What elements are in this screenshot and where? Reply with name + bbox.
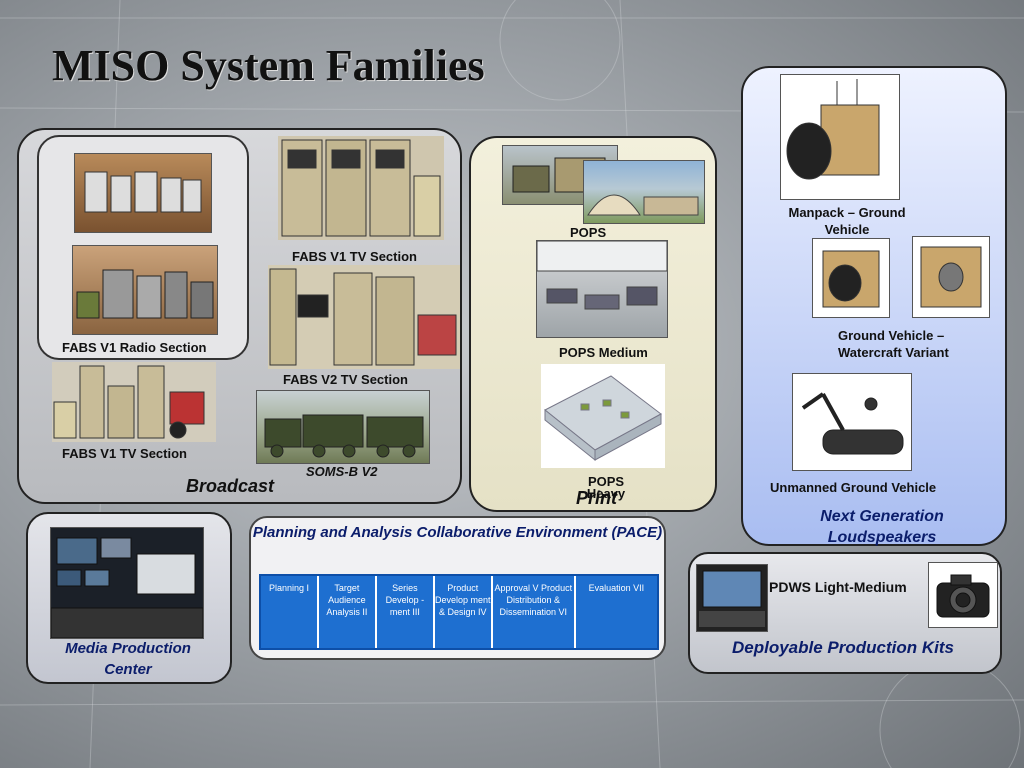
media-production-photo [50, 527, 204, 639]
fabs-radio-photo-2 [72, 245, 218, 335]
fabs-v1-tv-bottom-label: FABS V1 TV Section [62, 446, 187, 461]
camera-photo [928, 562, 998, 628]
pops-heavy-diagram [541, 364, 665, 468]
fabs-v1-radio-label: FABS V1 Radio Section [62, 340, 207, 355]
fabs-v2-tv-photo [268, 265, 460, 369]
pops-photo-2 [583, 160, 705, 224]
soms-b-label: SOMS-B V2 [306, 464, 378, 479]
pace-cell-planning: Planning I [261, 576, 319, 648]
ground-vehicle-photo-2 [912, 236, 990, 318]
pops-heavy-label: POPS Heavy [586, 474, 626, 501]
pdws-label: PDWS Light-Medium [769, 579, 907, 595]
print-caption: Print [576, 488, 618, 508]
laptop-photo [696, 564, 768, 632]
mpc-caption: Media Production Center [65, 640, 191, 678]
pops-medium-label: POPS Medium [559, 345, 648, 360]
fabs-v1-tv-photo-top [278, 136, 444, 240]
manpack-photo [780, 74, 900, 200]
page-title: MISO System Families [52, 41, 485, 90]
pace-process-table: Planning I Target Audience Analysis II S… [259, 574, 659, 650]
soms-b-photo [256, 390, 430, 464]
fabs-v2-tv-label: FABS V2 TV Section [283, 372, 408, 387]
manpack-label: Manpack – Ground Vehicle [788, 205, 906, 237]
fabs-v1-tv-top-label: FABS V1 TV Section [292, 249, 417, 264]
ugv-label: Unmanned Ground Vehicle [770, 480, 937, 495]
pace-title: Planning and Analysis Collaborative Envi… [252, 524, 663, 541]
ground-watercraft-label: Ground Vehicle – Watercraft Variant [838, 328, 949, 360]
pace-cell-evaluation: Evaluation VII [588, 583, 645, 593]
pops-medium-photo [536, 240, 668, 338]
pops-label: POPS [570, 225, 607, 240]
pace-cell-series-development: Series Develop -ment III [377, 576, 435, 648]
fabs-v1-tv-photo-bottom [52, 362, 216, 442]
ground-vehicle-photo-1 [812, 238, 890, 318]
fabs-radio-photo-1 [74, 153, 212, 233]
ngl-caption: Next Generation Loudspeakers [820, 508, 944, 546]
pace-cell-target-audience: Target Audience Analysis II [319, 576, 377, 648]
pace-panel: Planning and Analysis Collaborative Envi… [249, 516, 666, 660]
dpk-caption: Deployable Production Kits [732, 638, 954, 657]
pace-cell-approval-distribution: Approval V Product Distribution & Dissem… [493, 576, 576, 648]
pace-cell-product-development: Product Develop ment & Design IV [435, 576, 493, 648]
ugv-photo [792, 373, 912, 471]
broadcast-caption: Broadcast [186, 476, 275, 496]
